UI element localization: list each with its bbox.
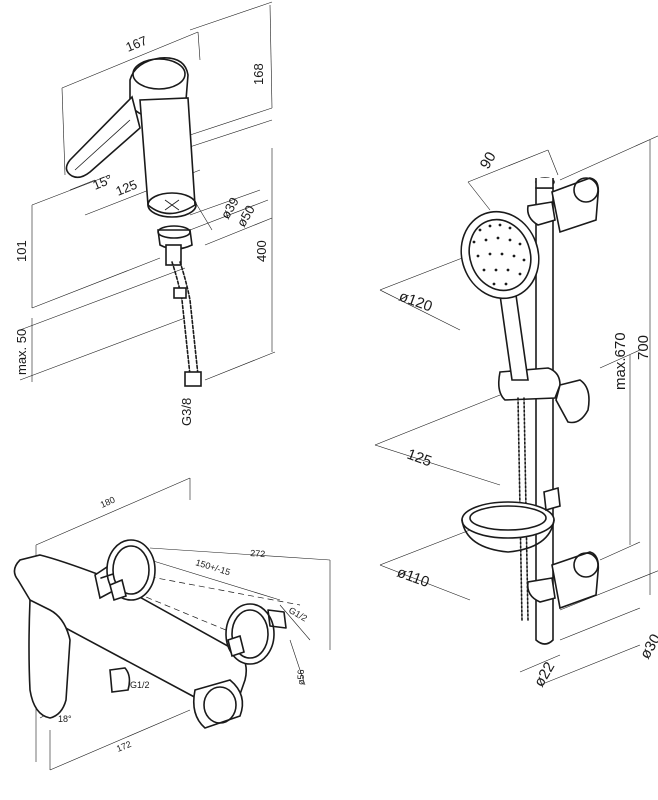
basin-width-label: 167: [124, 33, 150, 55]
shower-700-label: 700: [635, 335, 652, 360]
shower-125-label: 125: [405, 446, 434, 471]
bath-d56-label: ø56: [296, 669, 306, 685]
basin-max50-label: max. 50: [14, 329, 29, 375]
shower-d30-label: ø30: [637, 631, 658, 662]
bath-272-label: 272: [250, 548, 266, 559]
bath-g12-right-label: G1/2: [287, 605, 309, 623]
basin-101-label: 101: [14, 240, 29, 262]
basin-mixer-drawing: 167 168 15° 125 ø39 ø50 101 400 max. 50 …: [14, 1, 276, 426]
shower-d110-label: ø110: [395, 564, 432, 591]
bath-angle-label: 18°: [58, 714, 72, 724]
shower-d120-label: ø120: [397, 288, 435, 316]
basin-height-label: 168: [251, 63, 266, 85]
shower-set-drawing: 90 ø120 125 ø110 max.670 700 ø22 ø30: [374, 135, 658, 690]
basin-400-label: 400: [254, 240, 269, 262]
shower-max670-label: max.670: [612, 332, 629, 390]
basin-dimension-lines: [19, 1, 276, 382]
shower-90-label: 90: [477, 149, 500, 172]
basin-thread-label: G3/8: [179, 398, 194, 426]
bath-150-label: 150+/-15: [194, 557, 231, 577]
shower-dimension-lines: [374, 135, 658, 686]
bath-180-label: 180: [99, 495, 117, 510]
bath-g12-bottom-label: G1/2: [130, 680, 150, 690]
shower-d22-label: ø22: [531, 659, 559, 690]
bath-mixer-drawing: 180 272 150+/-15 G1/2 G1/2 ø56 18° 172: [13, 477, 331, 771]
shower-head-nozzles: [472, 223, 526, 286]
basin-angle-label: 15°: [91, 172, 115, 193]
bath-dimension-lines: [35, 477, 331, 771]
